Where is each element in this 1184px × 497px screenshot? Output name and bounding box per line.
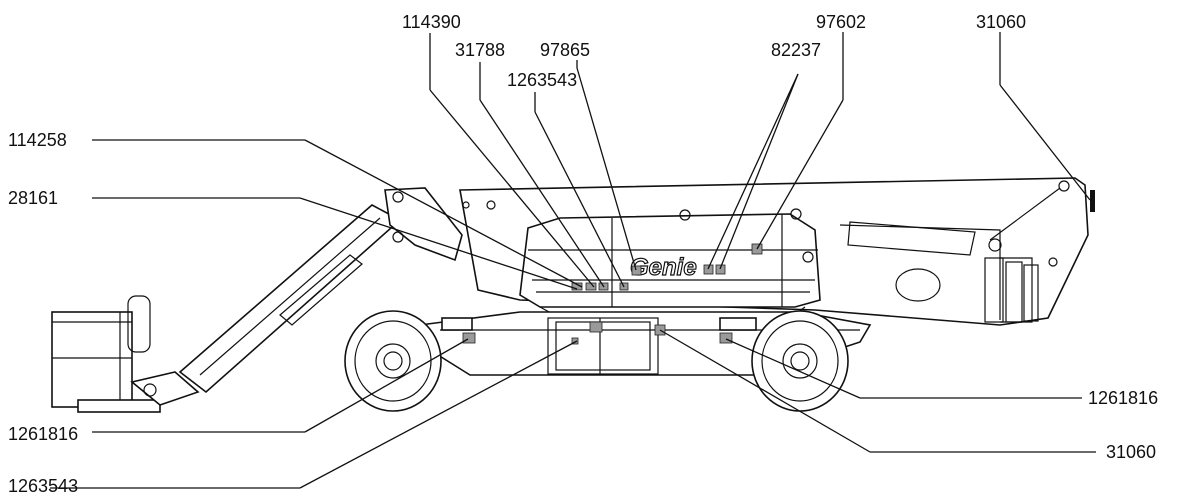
- callout-1263543-bottom: 1263543: [8, 476, 79, 496]
- main-boom: [178, 187, 463, 394]
- callout-114258: 114258: [8, 130, 67, 150]
- callout-31060-right: 31060: [1106, 442, 1157, 462]
- callout-28161: 28161: [8, 188, 59, 208]
- callout-97865: 97865: [540, 40, 591, 60]
- callout-1261816-right: 1261816: [1088, 388, 1159, 408]
- platform-basket: [51, 295, 161, 413]
- callout-114390: 114390: [402, 12, 461, 32]
- callout-1263543-top: 1263543: [507, 70, 578, 90]
- leader-lines: [50, 32, 1096, 489]
- wheel-right: [751, 310, 849, 412]
- callout-31060-top: 31060: [976, 12, 1027, 32]
- jib: [130, 371, 200, 406]
- callout-97602: 97602: [816, 12, 867, 32]
- callout-1261816-left: 1261816: [8, 424, 79, 444]
- callout-31788: 31788: [455, 40, 506, 60]
- wheel-left: [344, 310, 442, 412]
- callout-82237: 82237: [771, 40, 822, 60]
